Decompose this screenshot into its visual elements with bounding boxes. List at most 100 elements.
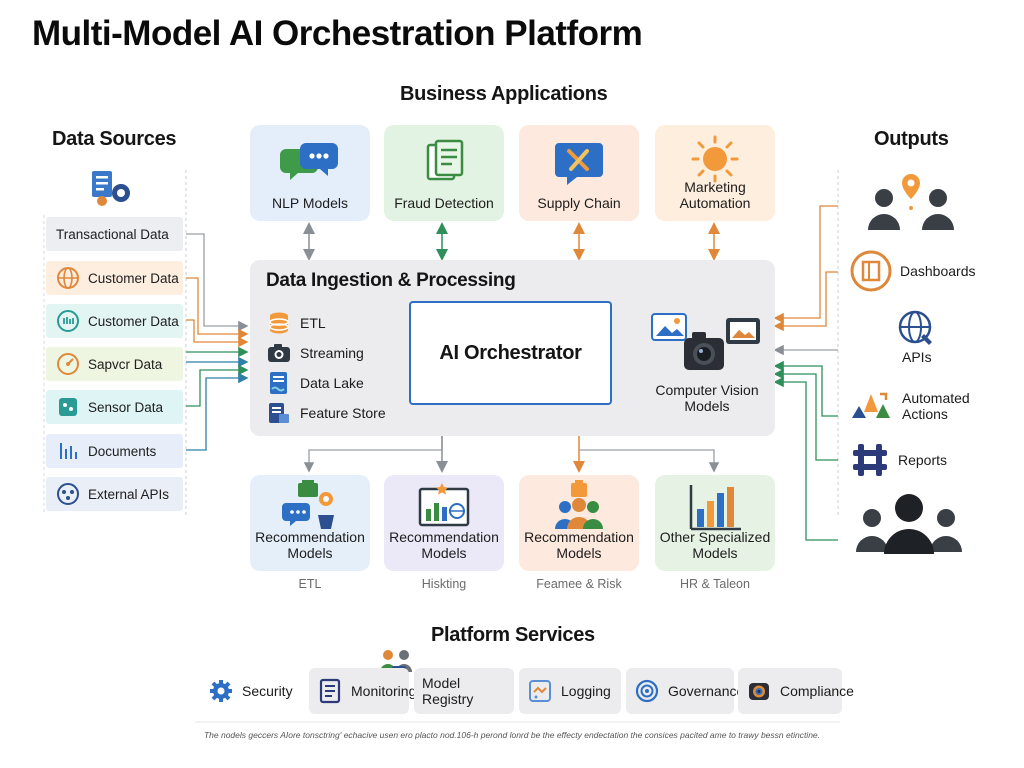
model-card-label: Recommendation Models xyxy=(389,529,499,561)
source-label: External APIs xyxy=(88,486,170,502)
model-card-label: Recommendation Models xyxy=(524,529,634,561)
computer-vision-icon xyxy=(651,313,760,370)
business-card-label: Fraud Detection xyxy=(394,195,494,211)
monitor-icon xyxy=(319,678,341,704)
source-customer-data[interactable]: Customer Data xyxy=(46,261,183,295)
users-location-icon xyxy=(868,174,954,230)
camera-icon xyxy=(268,344,290,362)
reports-icon xyxy=(853,444,887,476)
service-label: Compliance xyxy=(780,683,854,699)
service-model-registry[interactable]: Model Registry xyxy=(414,668,514,714)
source-label: Transactional Data xyxy=(56,226,169,242)
source-label: Customer Data xyxy=(88,313,179,329)
gauge-icon xyxy=(57,353,79,375)
lake-icon xyxy=(270,372,287,394)
processing-data-lake[interactable]: Data Lake xyxy=(266,370,364,396)
model-card-specialized[interactable]: Other Specialized Models xyxy=(655,475,775,571)
governance-icon xyxy=(635,679,659,703)
business-card-nlp[interactable]: NLP Models xyxy=(250,125,370,221)
database-icon xyxy=(269,312,289,334)
business-card-label: Marketing Automation xyxy=(679,179,751,211)
source-label: Sensor Data xyxy=(88,399,164,415)
model-caption: ETL xyxy=(298,577,322,591)
model-card-label: Recommendation Models xyxy=(255,529,365,561)
chart-icon xyxy=(60,443,77,459)
source-label: Sapvcr Data xyxy=(88,356,163,372)
sun-icon xyxy=(691,135,739,183)
document-icon xyxy=(426,139,464,181)
output-reports[interactable]: Reports xyxy=(850,440,947,480)
business-card-label: NLP Models xyxy=(271,195,348,211)
network-icon xyxy=(57,483,79,505)
data-sources-heading: Data Sources xyxy=(52,128,177,150)
globe-icon xyxy=(57,267,79,289)
sensor-icon xyxy=(59,398,77,416)
platform-services-heading: Platform Services xyxy=(431,624,595,646)
processing-label: Data Lake xyxy=(300,375,364,391)
model-caption: Feamee & Risk xyxy=(536,577,622,591)
tools-icon xyxy=(555,143,603,185)
business-card-marketing[interactable]: Marketing Automation xyxy=(655,125,775,221)
processing-label: Streaming xyxy=(300,345,364,361)
processing-label: Feature Store xyxy=(300,405,386,421)
signal-icon xyxy=(57,310,79,332)
output-label: Reports xyxy=(898,452,948,468)
actions-icon xyxy=(852,392,890,418)
model-caption: HR & Taleon xyxy=(680,577,750,591)
processing-label: ETL xyxy=(300,315,326,331)
service-monitoring[interactable]: Monitoring xyxy=(309,668,416,714)
source-customer-data-2[interactable]: Customer Data xyxy=(46,304,183,338)
chat-bubbles-icon xyxy=(280,143,338,180)
footer-note: The nodels geccers AIore tonsctring' ech… xyxy=(203,730,821,740)
output-label: Automated Actions xyxy=(902,390,970,422)
model-card-label: Other Specialized Models xyxy=(659,529,771,561)
source-documents[interactable]: Documents xyxy=(46,434,183,468)
computer-vision-label: Computer Vision Models xyxy=(655,382,759,414)
processing-etl[interactable]: ETL xyxy=(266,310,326,336)
service-label: Governance xyxy=(668,683,745,699)
output-apis[interactable]: APIs xyxy=(902,349,932,365)
business-card-supply[interactable]: Supply Chain xyxy=(519,125,639,221)
service-label: Logging xyxy=(561,683,611,699)
processing-streaming[interactable]: Streaming xyxy=(266,340,364,366)
users-group-icon xyxy=(856,494,962,554)
source-label: Customer Data xyxy=(88,270,179,286)
service-governance[interactable]: Governance xyxy=(626,668,744,714)
compliance-icon xyxy=(749,683,769,700)
model-card-recommendation-1[interactable]: Recommendation Models xyxy=(250,475,370,571)
source-transactional-data[interactable]: Transactional Data xyxy=(46,217,183,251)
logging-icon xyxy=(529,680,551,702)
recommend-icon xyxy=(282,480,334,529)
output-label: Dashboards xyxy=(900,263,976,279)
service-security[interactable]: Security xyxy=(200,668,300,714)
service-compliance[interactable]: Compliance xyxy=(738,668,854,714)
page-title: Multi-Model AI Orchestration Platform xyxy=(32,14,643,53)
service-label: Model Registry xyxy=(422,675,474,707)
source-label: Documents xyxy=(88,443,157,459)
processing-feature-store[interactable]: Feature Store xyxy=(266,400,386,426)
service-label: Monitoring xyxy=(351,683,417,699)
processing-heading: Data Ingestion & Processing xyxy=(266,270,516,291)
source-external-apis[interactable]: External APIs xyxy=(46,477,183,511)
service-label: Security xyxy=(242,683,293,699)
source-sapvcr-data[interactable]: Sapvcr Data xyxy=(46,347,183,381)
ai-orchestrator[interactable]: AI Orchestrator xyxy=(409,301,612,405)
people-icon xyxy=(555,480,603,529)
dashboard-icon xyxy=(850,250,892,292)
service-logging[interactable]: Logging xyxy=(519,668,621,714)
business-card-label: Supply Chain xyxy=(537,195,621,211)
column-chart-icon xyxy=(689,485,741,531)
outputs-heading: Outputs xyxy=(874,128,949,150)
output-dashboards[interactable]: Dashboards xyxy=(850,250,976,292)
business-applications-heading: Business Applications xyxy=(400,83,608,105)
api-globe-icon xyxy=(898,310,932,345)
model-card-recommendation-2[interactable]: Recommendation Models xyxy=(384,475,504,571)
gear-icon xyxy=(210,680,232,702)
business-card-fraud[interactable]: Fraud Detection xyxy=(384,125,504,221)
output-automated-actions[interactable]: Automated Actions xyxy=(848,388,972,424)
model-card-recommendation-3[interactable]: Recommendation Models xyxy=(519,475,639,571)
data-sources-icon xyxy=(92,171,130,206)
model-caption: Hiskting xyxy=(421,577,467,591)
source-sensor-data[interactable]: Sensor Data xyxy=(46,390,183,424)
store-icon xyxy=(269,403,289,423)
